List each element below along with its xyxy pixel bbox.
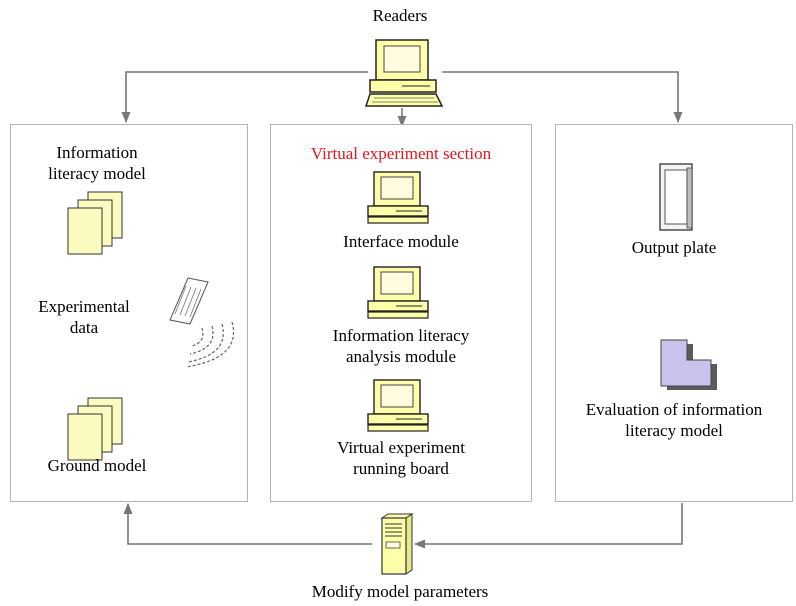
info-model-line2: literacy model <box>48 163 146 183</box>
output-plate-label: Output plate <box>631 238 717 257</box>
arrow-server-to-left <box>123 502 372 545</box>
left-panel <box>10 124 248 502</box>
evaluation-line2: literacy model <box>625 420 723 440</box>
analysis-line2: analysis module <box>345 346 456 366</box>
arrow-readers-to-left <box>121 71 368 124</box>
arrow-right-to-server <box>413 503 683 549</box>
document-stack-icon <box>67 191 123 255</box>
running-board-label: Virtual experiment running board <box>270 438 532 479</box>
computer-icon <box>367 171 429 224</box>
evaluation-label: Evaluation of information literacy model <box>555 400 793 441</box>
running-line1: Virtual experiment <box>337 438 465 457</box>
experimental-data-label: Experimental data <box>14 297 154 338</box>
server-tower-icon <box>380 513 414 575</box>
computer-icon <box>367 266 429 319</box>
readers-label: Readers <box>372 6 428 25</box>
virtual-experiment-section-title: Virtual experiment section <box>310 144 492 163</box>
door-icon <box>659 163 693 231</box>
information-literacy-model-label: Information literacy model <box>22 143 172 184</box>
computer-icon <box>364 39 444 107</box>
right-panel <box>555 124 793 502</box>
floppy-disk-icon <box>169 277 234 368</box>
computer-icon <box>367 379 429 432</box>
ground-model-label: Ground model <box>47 456 147 475</box>
running-line2: running board <box>353 458 449 478</box>
info-model-line1: Information <box>56 143 138 162</box>
analysis-module-label: Information literacy analysis module <box>270 326 532 367</box>
experimental-line1: Experimental <box>38 297 130 316</box>
analysis-line1: Information literacy <box>332 326 470 345</box>
arrow-readers-to-right <box>442 71 683 124</box>
evaluation-line1: Evaluation of information <box>585 400 763 419</box>
modify-model-parameters-label: Modify model parameters <box>311 582 489 601</box>
document-stack-icon <box>67 397 123 461</box>
l-block-icon <box>660 339 717 390</box>
experimental-line2: data <box>69 317 99 337</box>
interface-module-label: Interface module <box>343 232 459 251</box>
